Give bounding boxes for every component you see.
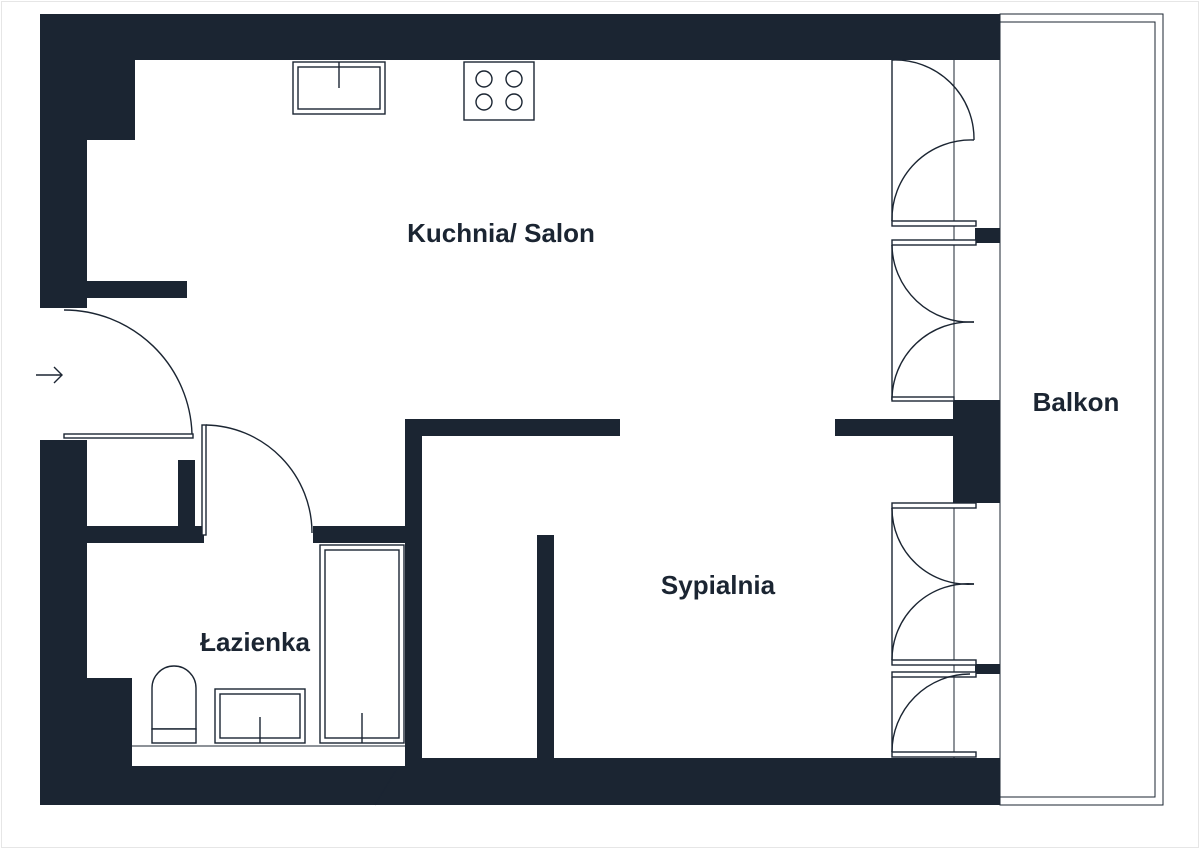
fixtures [132, 61, 535, 806]
balcony-outline [953, 13, 1164, 806]
cooktop-outline [463, 61, 535, 121]
bathtub [319, 544, 405, 744]
wall-top [40, 14, 1000, 60]
door-swing-lower [891, 583, 975, 661]
room-label-bathroom: Łazienka [200, 627, 310, 657]
door-sill [891, 396, 955, 402]
bathtub-inner [324, 549, 400, 739]
wall-left-lower [40, 440, 87, 805]
door-sill [891, 671, 977, 678]
walls [40, 14, 1000, 805]
toilet-tank [151, 728, 197, 744]
room-label-balcony: Balkon [1033, 387, 1120, 417]
entrance-door-leaf [63, 433, 194, 439]
burner [505, 70, 523, 88]
balcony-door-2[interactable] [891, 239, 977, 402]
wall-pillar-lower [975, 664, 1000, 674]
washbasin [214, 688, 306, 744]
entrance-door[interactable] [63, 309, 194, 439]
door-sill [891, 502, 977, 509]
wall-left-upper [40, 14, 87, 308]
burner [475, 93, 493, 111]
wall-stub-left [87, 281, 187, 298]
cooktop [463, 61, 535, 121]
burner [505, 93, 523, 111]
toilet-bowl [151, 665, 197, 730]
room-label-bedroom: Sypialnia [661, 570, 776, 600]
wall-bedroom-left [405, 419, 422, 766]
bathroom-door-swing [205, 424, 313, 534]
door-swing [891, 673, 971, 753]
toilet [151, 665, 197, 744]
door-sill [891, 220, 977, 227]
entrance-door-swing [63, 309, 193, 435]
kitchen-sink [292, 61, 386, 115]
room-label-kitchen-living: Kuchnia/ Salon [407, 218, 595, 248]
bathroom-door[interactable] [201, 424, 313, 536]
bathroom-vent-line [374, 769, 397, 806]
wall-pillar-upper [975, 228, 1000, 243]
wall-bedroom-top-left [405, 419, 620, 436]
wall-pillar-middle [953, 400, 1000, 503]
doors [63, 59, 977, 758]
door-sill [891, 751, 977, 758]
door-sill [891, 239, 977, 246]
burner [475, 70, 493, 88]
door-swing-lower [891, 321, 975, 401]
wall-hall-partition [87, 526, 204, 543]
wall-wardrobe [537, 535, 554, 758]
door-swing-upper [891, 244, 975, 323]
wall-bedroom-top-right [835, 419, 955, 436]
door-swing-upper [891, 507, 975, 585]
bathroom-door-leaf [201, 424, 207, 536]
balcony-door-3[interactable] [891, 502, 977, 666]
wall-bottom-right [405, 758, 1000, 805]
door-swing-upper [891, 59, 975, 141]
balcony-door-1[interactable] [891, 59, 977, 227]
door-swing-lower [891, 139, 975, 222]
door-sill [891, 659, 977, 666]
wall-column-top-left [87, 60, 135, 140]
wall-bottom-left [40, 766, 405, 805]
balcony-inner [999, 21, 1156, 798]
wall-hall-stub [178, 460, 195, 530]
balcony-door-4[interactable] [891, 671, 977, 758]
wall-bath-top [313, 526, 405, 543]
arrow-right-icon [36, 366, 63, 384]
